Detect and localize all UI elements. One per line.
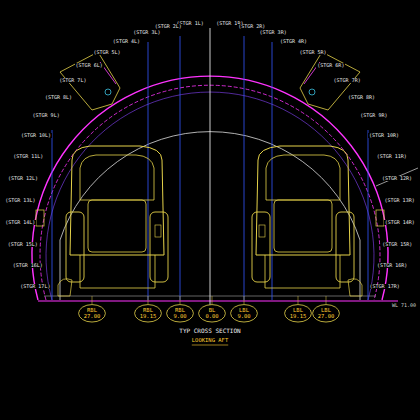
dimension-ellipse: RBL 19.15 [134,304,162,323]
stringer-label: (STGR 7L) [58,78,87,83]
stringer-label: (STGR 5L) [93,50,122,55]
stringer-label: (STGR 3L) [132,30,161,35]
stringer-label: (STGR 9R) [359,113,388,118]
stringer-label: (STGR 7R) [333,78,362,83]
stringer-label: (STGR 14R) [384,220,416,225]
stringer-label: (STGR 10R) [368,133,400,138]
dimension-text: RBL 27.00 [81,307,103,320]
stringer-label: (STGR 4L) [112,39,141,44]
dimension-text: RBL 19.15 [137,307,159,320]
stringer-label: (STGR 8R) [347,95,376,100]
caption: LOOKING AFT [192,338,228,344]
stringer-label: (STGR 3R) [259,30,288,35]
stringer-label: (STGR 15R) [381,242,413,247]
stringer-label: (STGR 13L) [4,198,36,203]
stringer-label: (STGR 10L) [20,133,52,138]
stringer-label: (STGR 16L) [12,263,44,268]
stringer-label: (STGR 14L) [4,220,36,225]
stringer-label: (STGR 13R) [384,198,416,203]
stringer-label: (STGR 17L) [19,284,51,289]
dimension-text: LBL 27.00 [315,307,337,320]
stringer-label: (STGR 12L) [7,176,39,181]
stringer-label: (STGR 5R) [298,50,327,55]
stringer-label: (STGR 6R) [316,63,345,68]
stringer-label: (STGR 2L) [154,24,183,29]
stringer-label: (STGR 12R) [381,176,413,181]
stringer-label: (STGR 11L) [12,154,44,159]
dimension-ellipse: LBL 9.00 [230,304,258,323]
stringer-label: (STGR 16R) [376,263,408,268]
stringer-label: (STGR 11R) [376,154,408,159]
dimension-text: RBL 9.00 [169,307,191,320]
stringer-label: (STGR 17R) [369,284,401,289]
dimension-ellipse: BL 0.00 [198,304,226,323]
stringer-label: (STGR 8L) [44,95,73,100]
waterline-label: WL 71.00 [391,303,417,308]
dimension-text: BL 0.00 [201,307,223,320]
stringer-label: (STGR 6L) [75,63,104,68]
dimension-ellipse: RBL 27.00 [78,304,106,323]
stringer-label: (STGR 15L) [7,242,39,247]
dimension-text: LBL 9.00 [233,307,255,320]
dimension-ellipse: RBL 9.00 [166,304,194,323]
dimension-ellipse: LBL 27.00 [312,304,340,323]
title: TYP CROSS SECTION [179,328,240,334]
stringer-label: (STGR 9L) [32,113,61,118]
dimension-text: LBL 19.15 [287,307,309,320]
stringer-label: (STGR 4R) [279,39,308,44]
dimension-ellipse: LBL 19.15 [284,304,312,323]
stringer-label: (STGR 2R) [237,24,266,29]
